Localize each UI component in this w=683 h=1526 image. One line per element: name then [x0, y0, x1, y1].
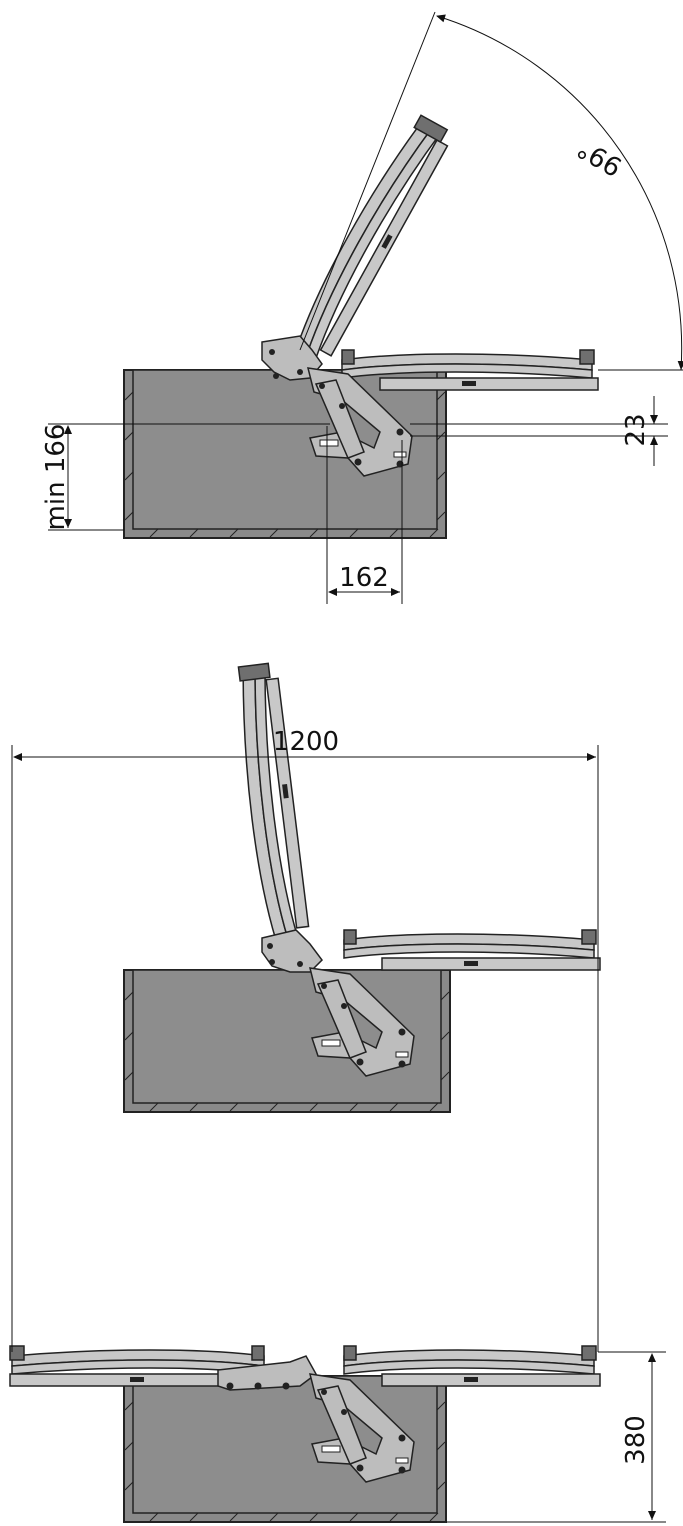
- dim-offset: 23: [621, 413, 651, 446]
- view-closed: 1200 380: [9, 727, 666, 1523]
- view-open-vertical: [123, 662, 601, 1113]
- lid-panel-right-2: [343, 929, 601, 971]
- lid-panel-raised: [295, 114, 449, 360]
- dim-min-height: min 166: [41, 424, 71, 531]
- view-open-99: 99° min 166 23 162: [41, 11, 683, 604]
- lid-panel-left-3: [9, 1345, 265, 1387]
- dim-mech-width: 162: [339, 563, 389, 593]
- dim-total-width: 1200: [273, 727, 339, 757]
- lid-panel-right: [341, 349, 599, 391]
- lid-panel-vertical: [237, 662, 310, 942]
- lid-panel-right-3: [343, 1345, 601, 1387]
- dim-height: 380: [621, 1415, 651, 1465]
- dim-angle: 99°: [573, 132, 628, 181]
